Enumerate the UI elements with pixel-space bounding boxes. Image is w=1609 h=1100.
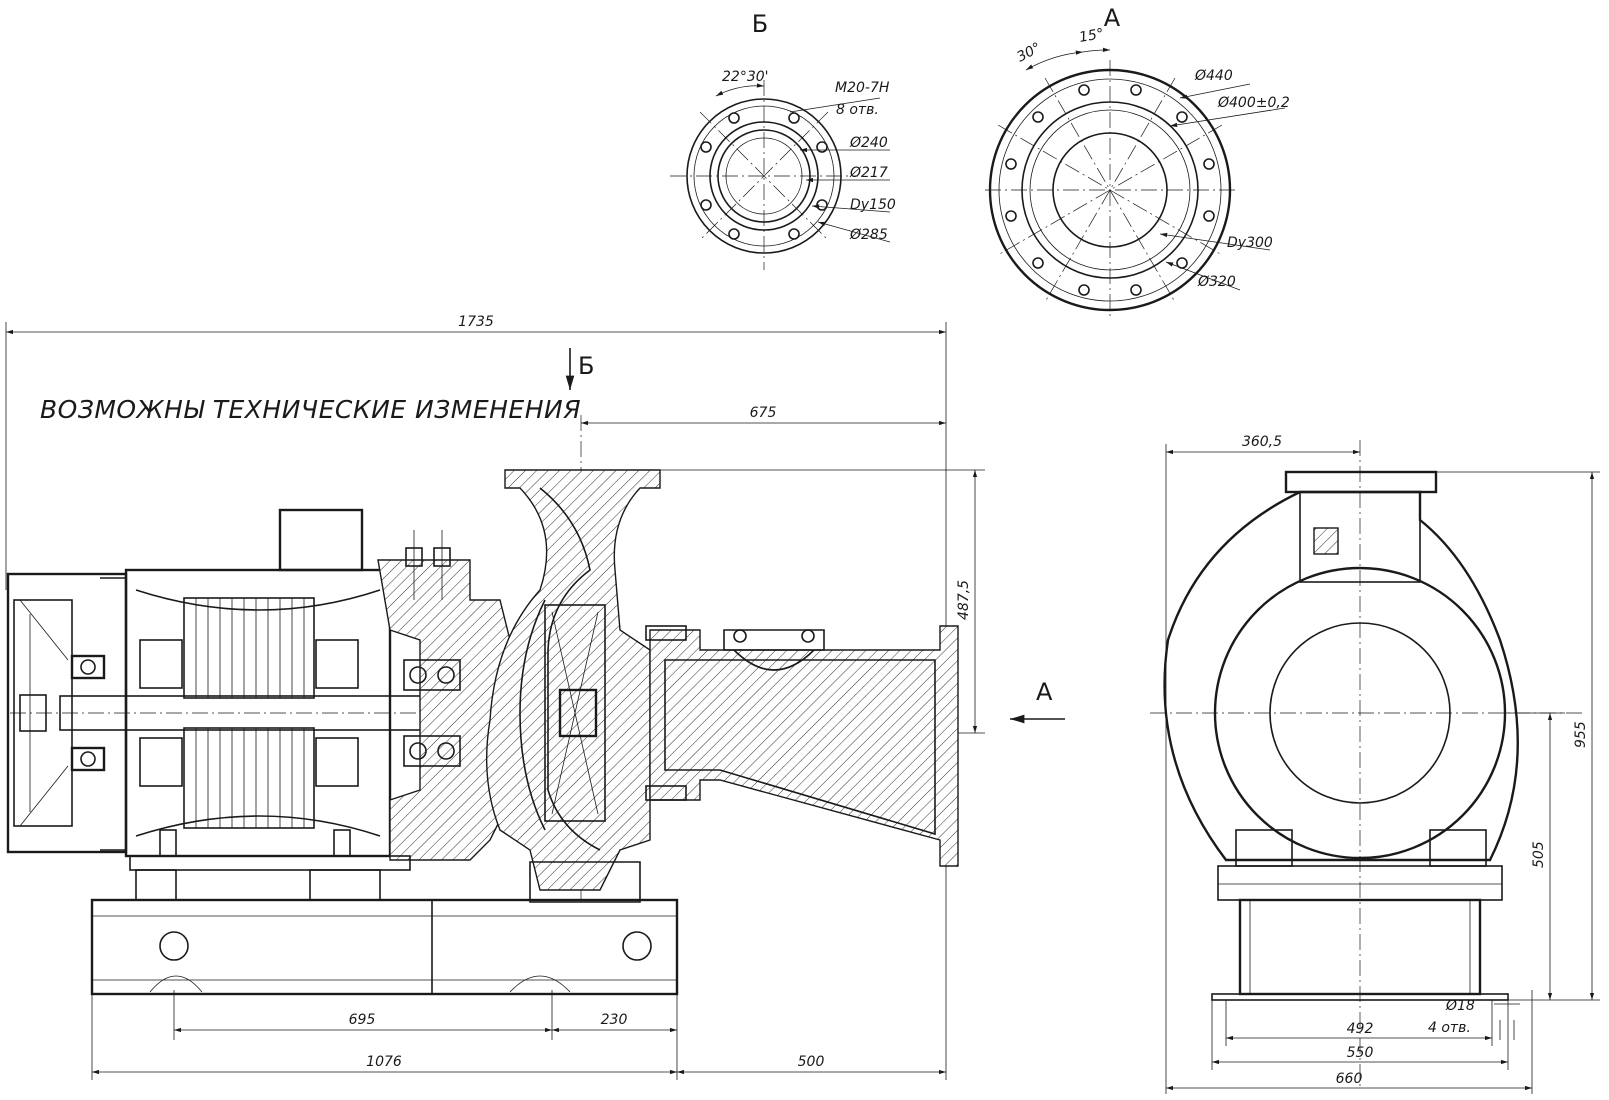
dim-suction-length: 675 (750, 405, 777, 421)
flange-b-view: Б 22°30' M20-7H 8 отв. Ø240 Ø217 Dy150 (670, 10, 896, 270)
view-label-a: А (1104, 4, 1121, 32)
dim-hole-count: 4 отв. (1428, 1020, 1471, 1036)
dim-total-height-955: 955 (1573, 721, 1589, 748)
dim-width-550: 550 (1347, 1045, 1374, 1061)
flange-b-d217: Ø217 (849, 165, 888, 181)
section-marker-b: Б (578, 352, 594, 380)
flange-a-view: А 30° 15° Ø440 (985, 4, 1290, 320)
dim-axis-height-505: 505 (1531, 841, 1547, 868)
dim-base-230: 230 (601, 1012, 628, 1028)
flange-a-d320: Ø320 (1197, 274, 1236, 290)
front-view: 1735 Б 675 487,5 А (5, 314, 1065, 1080)
flange-a-d440: Ø440 (1194, 68, 1233, 84)
technical-changes-note: ВОЗМОЖНЫ ТЕХНИЧЕСКИЕ ИЗМЕНЕНИЯ (40, 395, 581, 424)
dim-total-length: 1735 (458, 314, 494, 330)
flange-a-angle-15: 15° (1078, 26, 1105, 46)
dim-offset-360: 360,5 (1242, 434, 1282, 450)
dim-overhang-500: 500 (798, 1054, 825, 1070)
flange-b-thread: M20-7H (835, 80, 890, 96)
flange-b-angle: 22°30' (722, 69, 768, 85)
view-arrow-a: А (1036, 678, 1053, 706)
flange-b-d240: Ø240 (849, 135, 888, 151)
dim-base-695: 695 (349, 1012, 376, 1028)
dim-base-1076: 1076 (366, 1054, 402, 1070)
dim-height-487: 487,5 (956, 580, 972, 620)
dim-hole-d18: Ø18 (1445, 998, 1475, 1014)
flange-a-bolt-holes (1005, 84, 1215, 296)
flange-a-d400: Ø400±0,2 (1217, 95, 1290, 111)
view-label-b: Б (752, 10, 768, 38)
dim-width-660: 660 (1336, 1071, 1363, 1087)
flange-b-holes: 8 отв. (836, 102, 879, 118)
flange-b-d285: Ø285 (849, 227, 888, 243)
flange-b-bolt-holes (700, 112, 828, 240)
side-view: 360,5 955 505 Ø18 4 отв. (1150, 434, 1600, 1094)
flange-a-angle-30: 30° (1014, 40, 1043, 66)
stator-lamination (195, 598, 305, 828)
dim-width-492: 492 (1347, 1021, 1374, 1037)
flange-b-dn150: Dy150 (850, 197, 896, 213)
flange-a-dn300: Dy300 (1227, 235, 1273, 251)
